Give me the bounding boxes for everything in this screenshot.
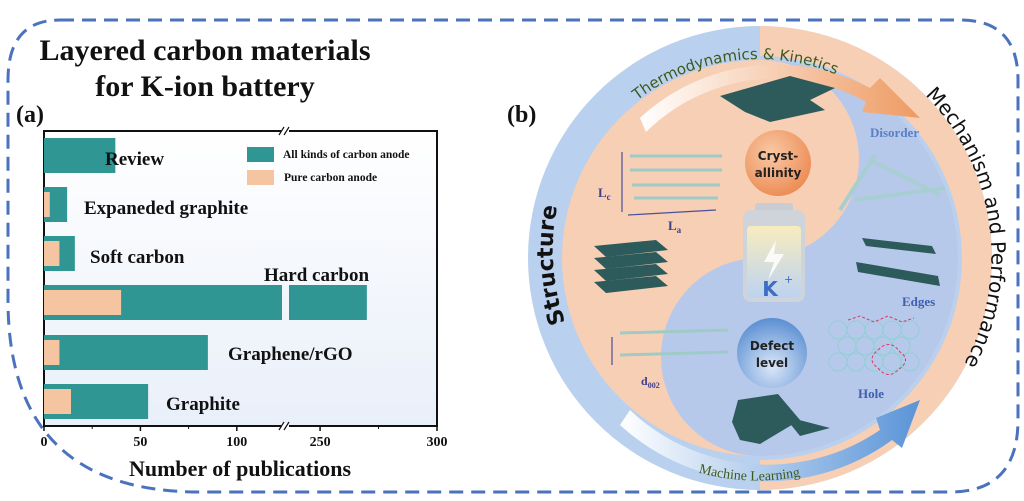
figure-title-line2: for K-ion battery (95, 70, 315, 103)
legend-swatch-all-kinds (247, 147, 274, 162)
dashed-border (6, 18, 1020, 494)
tick-label: 300 (427, 435, 448, 450)
edge-marker (847, 315, 915, 323)
legend-label-all-kinds: All kinds of carbon anode (283, 149, 410, 161)
disorder-sheets (838, 153, 946, 212)
bar-pure (44, 340, 60, 365)
bar-all-kinds-continued (289, 285, 367, 320)
bar-pure (44, 241, 60, 266)
label-la: La (668, 218, 682, 235)
panel-a-label: (a) (16, 102, 44, 128)
label-lc: Lc (598, 185, 611, 202)
x-axis-label: Number of publications (129, 456, 352, 481)
bar-all-kinds (44, 335, 208, 370)
tick-label: 100 (226, 435, 247, 450)
crystallinity-line1: Cryst- (758, 149, 798, 163)
bottom-arrow (620, 400, 920, 482)
label-disorder: Disorder (870, 125, 919, 140)
battery-icon: K + (743, 203, 805, 302)
label-edges: Edges (902, 294, 935, 309)
figure-title-line1: Layered carbon materials (39, 34, 371, 67)
category-label: Graphite (166, 394, 240, 415)
defect-line2: level (756, 356, 788, 370)
axis-breaks (278, 126, 290, 431)
crystallinity-line2: allinity (755, 166, 802, 180)
bars-group (44, 138, 367, 419)
category-label: Graphene/rGO (228, 344, 353, 365)
defect-level-bubble (737, 318, 807, 388)
battery-ion-sup: + (784, 273, 793, 286)
axis-break-mark (283, 421, 290, 431)
label-d002: d002 (641, 374, 660, 390)
legend-swatch-pure (247, 170, 274, 185)
axis-break-mark (278, 421, 285, 431)
category-label: Hard carbon (264, 265, 369, 286)
category-label: Review (105, 149, 164, 170)
lc-la-arrows (621, 152, 717, 216)
axis-break-gap (281, 128, 289, 134)
panel-b-label: (b) (507, 102, 537, 128)
hole-marker (871, 344, 906, 375)
lightning-icon (764, 240, 784, 280)
battery-ion-label: K (762, 277, 779, 301)
top-arrow (640, 64, 920, 132)
d002-sheets (611, 328, 729, 365)
outer-ring-peach (760, 26, 992, 490)
yin-yang-blue (661, 60, 958, 456)
defect-line1: Defect (750, 339, 795, 353)
tick-label: 50 (133, 435, 147, 450)
bar-pure (44, 192, 50, 217)
plot-area (43, 130, 438, 427)
axis-break-mark (278, 126, 285, 136)
legend-label-pure: Pure carbon anode (284, 172, 377, 184)
graphene-sheet-bottom (732, 394, 830, 444)
graphene-stack-lc (630, 154, 722, 200)
label-hole: Hole (858, 386, 884, 401)
axis-break-gap (281, 423, 289, 429)
x-ticks: 0 50 100 250 300 (41, 426, 448, 450)
bar-pure (44, 290, 122, 315)
bar-all-kinds (44, 138, 116, 173)
graphene-sheet-top (720, 76, 835, 122)
tick-label: 250 (310, 435, 331, 450)
crystallinity-bubble (745, 130, 811, 196)
edge-sheets (856, 238, 940, 286)
graphite-stack (594, 240, 668, 293)
category-label: Expaneded graphite (84, 198, 248, 219)
honeycomb-lattice (828, 320, 920, 372)
legend: All kinds of carbon anode Pure carbon an… (247, 147, 410, 185)
bar-pure (44, 389, 71, 414)
tick-label: 0 (41, 435, 48, 450)
axis-break-mark (283, 126, 290, 136)
category-label: Soft carbon (90, 247, 185, 268)
